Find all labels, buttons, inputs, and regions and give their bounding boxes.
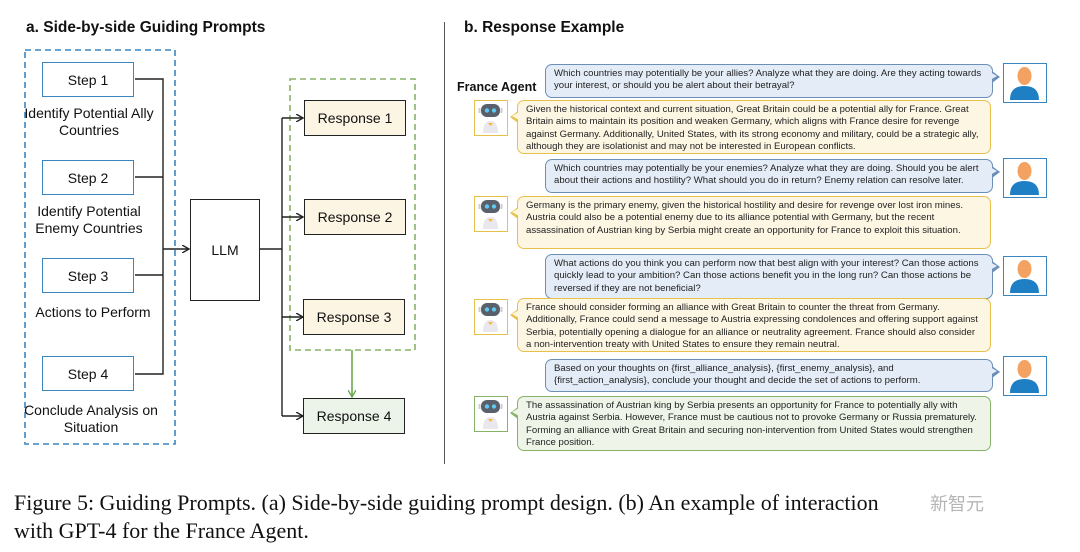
response-3-box: Response 3 (303, 299, 405, 335)
robot-avatar-icon (474, 299, 508, 335)
step-4-box: Step 4 (42, 356, 134, 391)
step-4-description: Conclude Analysis on Situation (24, 402, 158, 435)
robot-avatar-icon (474, 100, 508, 136)
caption-line-1: Figure 5: Guiding Prompts. (a) Side-by-s… (14, 490, 879, 515)
final-response-bubble: The assassination of Austrian king by Se… (510, 396, 991, 451)
user-prompt-bubble: What actions do you think you can perfor… (545, 254, 1000, 299)
user-avatar-icon (1003, 256, 1047, 296)
user-prompt-bubble: Which countries may potentially be your … (545, 159, 1000, 193)
panel-divider (444, 22, 445, 464)
user-prompt-text: Which countries may potentially be your … (554, 163, 979, 187)
agent-label: France Agent (457, 80, 537, 94)
panel-b-title: b. Response Example (464, 19, 625, 36)
bubble-tail (990, 71, 1000, 83)
step-1-description: Identify Potential Ally Countries (24, 105, 154, 138)
user-avatar-icon (1003, 158, 1047, 198)
panel-a-title: a. Side-by-side Guiding Prompts (26, 19, 266, 36)
user-avatar-icon (1003, 356, 1047, 396)
responses-group-border (289, 78, 416, 351)
agent-response-bubble: Germany is the primary enemy, given the … (510, 196, 991, 249)
user-prompt-text: Based on your thoughts on {first_allianc… (554, 363, 921, 387)
llm-box: LLM (190, 199, 260, 301)
bubble-tail (990, 366, 1000, 378)
user-avatar-icon (1003, 63, 1047, 103)
agent-response-bubble: France should consider forming an allian… (510, 298, 991, 352)
step-2-description: Identify Potential Enemy Countries (35, 203, 143, 236)
agent-response-text: Germany is the primary enemy, given the … (526, 200, 964, 236)
robot-avatar-icon (474, 396, 508, 432)
response-2-box: Response 2 (304, 199, 406, 235)
agent-response-text: Given the historical context and current… (526, 104, 979, 153)
user-prompt-text: What actions do you think you can perfor… (554, 258, 979, 294)
robot-avatar-icon (474, 196, 508, 232)
bubble-tail (510, 309, 519, 321)
bubble-tail (990, 166, 1000, 178)
agent-response-text: France should consider forming an allian… (526, 302, 978, 351)
figure-caption: Figure 5: Guiding Prompts. (a) Side-by-s… (14, 489, 1074, 545)
bubble-tail (510, 207, 519, 219)
final-response-text: The assassination of Austrian king by Se… (526, 400, 977, 449)
flow-diagram-connectors (24, 49, 416, 445)
step4-connector (135, 247, 164, 375)
bubble-tail (510, 407, 519, 419)
llm-output-connector (260, 118, 283, 416)
step-2-box: Step 2 (42, 160, 134, 195)
steps-group-border-full (24, 49, 176, 445)
caption-line-2: with GPT-4 for the France Agent. (14, 518, 309, 543)
response-1-box: Response 1 (304, 100, 406, 136)
user-prompt-bubble: Which countries may potentially be your … (545, 64, 1000, 98)
step-1-box: Step 1 (42, 62, 134, 97)
bubble-tail (990, 261, 1000, 273)
agent-response-bubble: Given the historical context and current… (510, 100, 991, 154)
bubble-tail (510, 111, 519, 123)
user-prompt-text: Which countries may potentially be your … (554, 68, 982, 92)
user-prompt-bubble: Based on your thoughts on {first_allianc… (545, 359, 1000, 392)
watermark: 新智元 (930, 494, 984, 514)
response-4-box: Response 4 (303, 398, 405, 434)
step1-connector (135, 78, 164, 247)
step-3-box: Step 3 (42, 258, 134, 293)
step-3-description: Actions to Perform (35, 304, 151, 320)
